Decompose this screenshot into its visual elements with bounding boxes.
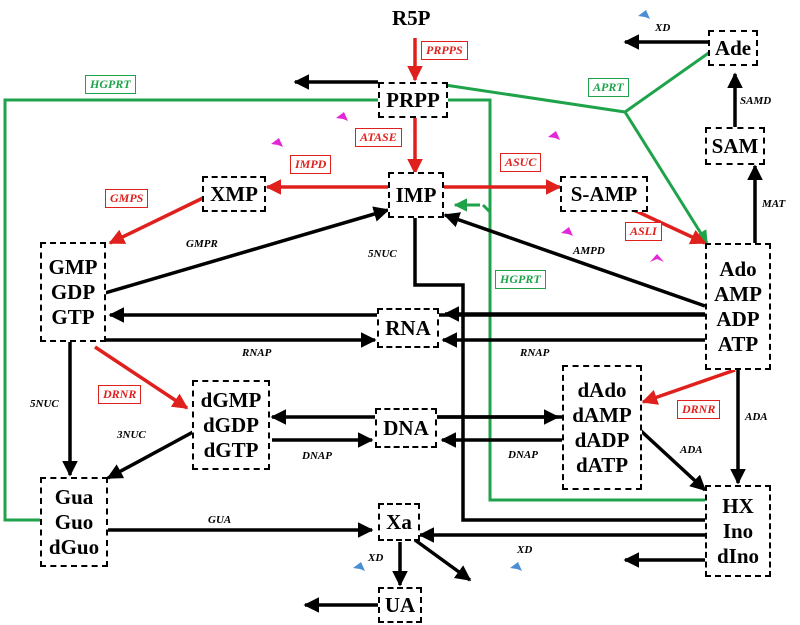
guanine-nucleotide-pool: GMP GDP GTP xyxy=(40,242,106,342)
drnr-left-enzyme-label: DRNR xyxy=(98,385,142,404)
aprt-salvage-path xyxy=(444,50,711,245)
5nuc-mid-enzyme-label: 5NUC xyxy=(368,248,397,260)
asuc-enzyme-label: ASUC xyxy=(500,153,542,172)
pool-item: HX xyxy=(722,493,754,518)
aprt-enzyme-label: APRT xyxy=(588,78,629,97)
pool-item: dIno xyxy=(716,543,760,568)
pool-item: dATP xyxy=(575,452,629,477)
pool-item: ATP xyxy=(717,331,759,356)
imp-node: IMP xyxy=(388,172,444,218)
xd-bottom-left-enzyme-label: XD xyxy=(368,552,384,564)
xd-top-enzyme-label: XD xyxy=(655,22,671,34)
ua-node: UA xyxy=(378,587,422,623)
deoxyguanine-pool: dGMP dGDP dGTP xyxy=(192,380,270,470)
hypoxanthine-pool: HX Ino dIno xyxy=(705,485,771,577)
dnap-right-enzyme-label: DNAP xyxy=(508,449,538,461)
pool-item: GMP xyxy=(48,254,98,279)
pool-item: GDP xyxy=(50,279,96,304)
samd-enzyme-label: SAMD xyxy=(740,95,772,107)
xd-bottom-right-enzyme-label: XD xyxy=(517,544,533,556)
inhibitor-marker xyxy=(548,131,560,140)
inhibitor-markers xyxy=(271,112,664,262)
mat-enzyme-label: MAT xyxy=(762,198,786,210)
gua-enzyme-label: GUA xyxy=(208,514,232,526)
pool-item: ADP xyxy=(716,306,760,331)
xa-node: Xa xyxy=(378,503,420,541)
dna-node: DNA xyxy=(375,408,437,448)
sam-node: SAM xyxy=(705,127,765,165)
ade-node: Ade xyxy=(708,30,758,66)
inhibitor-marker xyxy=(638,10,650,19)
impd-enzyme-label: IMPD xyxy=(290,155,332,174)
pool-item: Ino xyxy=(722,518,754,543)
gmps-enzyme-label: GMPS xyxy=(105,189,149,208)
inhibitor-marker xyxy=(353,562,365,571)
pool-item: GTP xyxy=(51,304,95,329)
hgprt-mid-enzyme-label: HGPRT xyxy=(495,270,546,289)
pool-item: dGTP xyxy=(203,437,259,462)
pool-item: dAdo xyxy=(577,377,627,402)
5nuc-left-enzyme-label: 5NUC xyxy=(30,398,59,410)
xd-inhibitor-markers xyxy=(353,10,650,571)
guanine-base-pool: Gua Guo dGuo xyxy=(40,477,108,567)
rnap-left-enzyme-label: RNAP xyxy=(242,347,272,359)
inhibitor-marker xyxy=(650,254,664,262)
gmpr-enzyme-label: GMPR xyxy=(186,238,218,250)
inhibitor-marker xyxy=(561,227,573,236)
inhibitor-marker xyxy=(271,138,283,147)
3nuc-enzyme-label: 3NUC xyxy=(117,429,146,441)
dnap-left-enzyme-label: DNAP xyxy=(302,450,332,462)
hgprt-salvage-path xyxy=(3,98,705,522)
pool-item: Guo xyxy=(54,509,94,534)
ampd-enzyme-label: AMPD xyxy=(573,245,605,257)
drnr-right-enzyme-label: DRNR xyxy=(677,400,721,419)
atase-enzyme-label: ATASE xyxy=(355,128,402,147)
s-amp-node: S-AMP xyxy=(560,176,648,212)
pool-item: Ado xyxy=(719,256,757,281)
pool-item: dADP xyxy=(574,427,630,452)
prpp-node: PRPP xyxy=(378,82,448,118)
rnap-right-enzyme-label: RNAP xyxy=(520,347,550,359)
ada-right-enzyme-label: ADA xyxy=(745,411,768,423)
asli-enzyme-label: ASLI xyxy=(625,222,662,241)
prpps-enzyme-label: PRPPS xyxy=(421,41,468,60)
ada-mid-enzyme-label: ADA xyxy=(680,444,703,456)
pool-item: dGuo xyxy=(48,534,100,559)
r5p-label: R5P xyxy=(392,6,431,30)
adenine-nucleotide-pool: Ado AMP ADP ATP xyxy=(705,243,771,370)
black-arrows xyxy=(62,34,763,613)
pool-item: Gua xyxy=(54,484,94,509)
pool-item: AMP xyxy=(714,281,762,306)
pool-item: dGDP xyxy=(202,412,259,437)
inhibitor-marker xyxy=(510,562,522,571)
pool-item: dAMP xyxy=(572,402,632,427)
deoxyadenine-pool: dAdo dAMP dADP dATP xyxy=(562,365,642,490)
xmp-node: XMP xyxy=(202,176,266,212)
hgprt-top-enzyme-label: HGPRT xyxy=(85,75,136,94)
inhibitor-marker xyxy=(336,112,348,121)
pool-item: dGMP xyxy=(200,387,262,412)
rna-node: RNA xyxy=(377,308,439,348)
